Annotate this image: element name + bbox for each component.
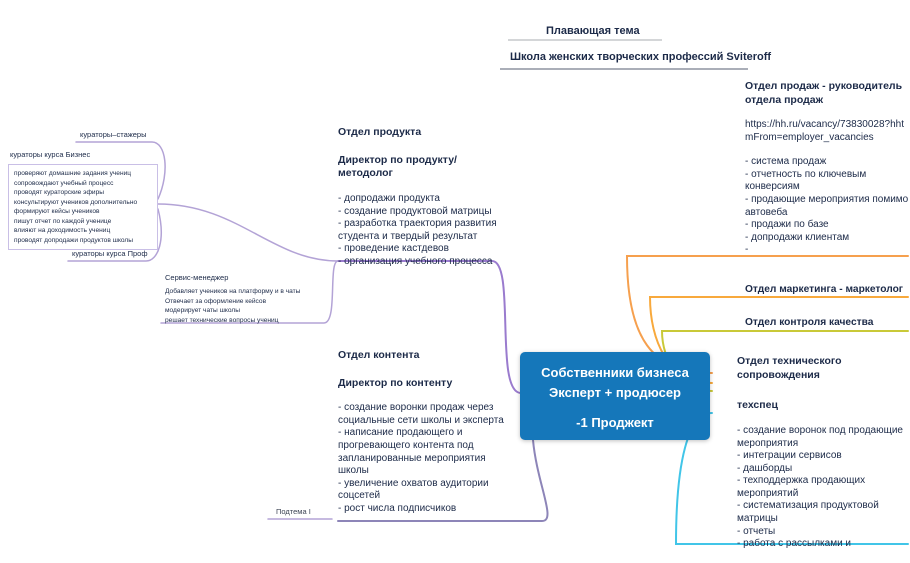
curators-interns-underline bbox=[75, 141, 166, 200]
connector-product-dept bbox=[337, 260, 522, 394]
product-dept-title: Отдел продукта bbox=[338, 126, 422, 138]
service-manager-topic[interactable]: Сервис-менеджер bbox=[165, 273, 229, 282]
curators-interns-topic[interactable]: кураторы–стажеры bbox=[80, 130, 147, 139]
product-dept-items: - допродажи продукта - создание продукто… bbox=[338, 192, 497, 267]
connector-curators-business bbox=[157, 203, 339, 262]
content-dept-title: Отдел контента bbox=[338, 349, 420, 361]
content-dept-topic[interactable]: Отдел контента Директор по контенту - со… bbox=[338, 349, 512, 516]
marketing-dept-topic[interactable]: Отдел маркетинга - маркетолог bbox=[745, 284, 904, 295]
tech-dept-role: техспец bbox=[737, 399, 778, 412]
floating-topic[interactable]: Плавающая тема bbox=[546, 25, 640, 37]
school-topic[interactable]: Школа женских творческих профессий Svite… bbox=[510, 51, 772, 63]
product-dept-topic[interactable]: Отдел продукта Директор по продукту/мето… bbox=[338, 126, 510, 268]
content-dept-role: Директор по контенту bbox=[338, 376, 453, 389]
curators-prof-topic[interactable]: кураторы курса Проф bbox=[72, 249, 148, 258]
tech-dept-topic[interactable]: Отдел технического сопровождения техспец… bbox=[737, 355, 903, 551]
connector-content-dept bbox=[337, 439, 549, 522]
sales-dept-vacancy-link[interactable]: https://hh.ru/vacancy/73830028?hhtmFrom=… bbox=[745, 119, 905, 143]
curators-business-topic[interactable]: кураторы курса Бизнес bbox=[10, 150, 91, 159]
subtopic-1[interactable]: Подтема I bbox=[276, 507, 311, 516]
tech-dept-items: - создание воронок под продающие меропри… bbox=[737, 424, 903, 550]
product-dept-role: Директор по продукту/методолог bbox=[338, 153, 457, 180]
sales-dept-items: - система продаж - отчетность по ключевы… bbox=[745, 156, 909, 256]
central-topic-line3: -1 Проджект bbox=[576, 415, 654, 430]
curators-prof-underline bbox=[67, 208, 162, 262]
tech-dept-title: Отдел технического сопровождения bbox=[737, 355, 842, 381]
central-topic-line2: Эксперт + продюсер bbox=[549, 384, 681, 400]
service-manager-details[interactable]: Добавляет учеников на платформу и в чаты… bbox=[165, 288, 301, 324]
central-topic-line1: Собственники бизнеса bbox=[541, 365, 689, 380]
curators-business-details[interactable]: проверяют домашние задания учениц сопров… bbox=[8, 164, 158, 251]
central-topic[interactable]: Собственники бизнеса Эксперт + продюсер … bbox=[520, 352, 710, 440]
qa-dept-topic[interactable]: Отдел контроля качества bbox=[745, 317, 874, 328]
service-manager-underline bbox=[160, 260, 339, 324]
content-dept-items: - создание воронки продаж через социальн… bbox=[338, 402, 504, 515]
sales-dept-title: Отдел продаж - руководитель отдела прода… bbox=[745, 80, 903, 106]
sales-dept-topic[interactable]: Отдел продаж - руководитель отдела прода… bbox=[745, 80, 909, 257]
